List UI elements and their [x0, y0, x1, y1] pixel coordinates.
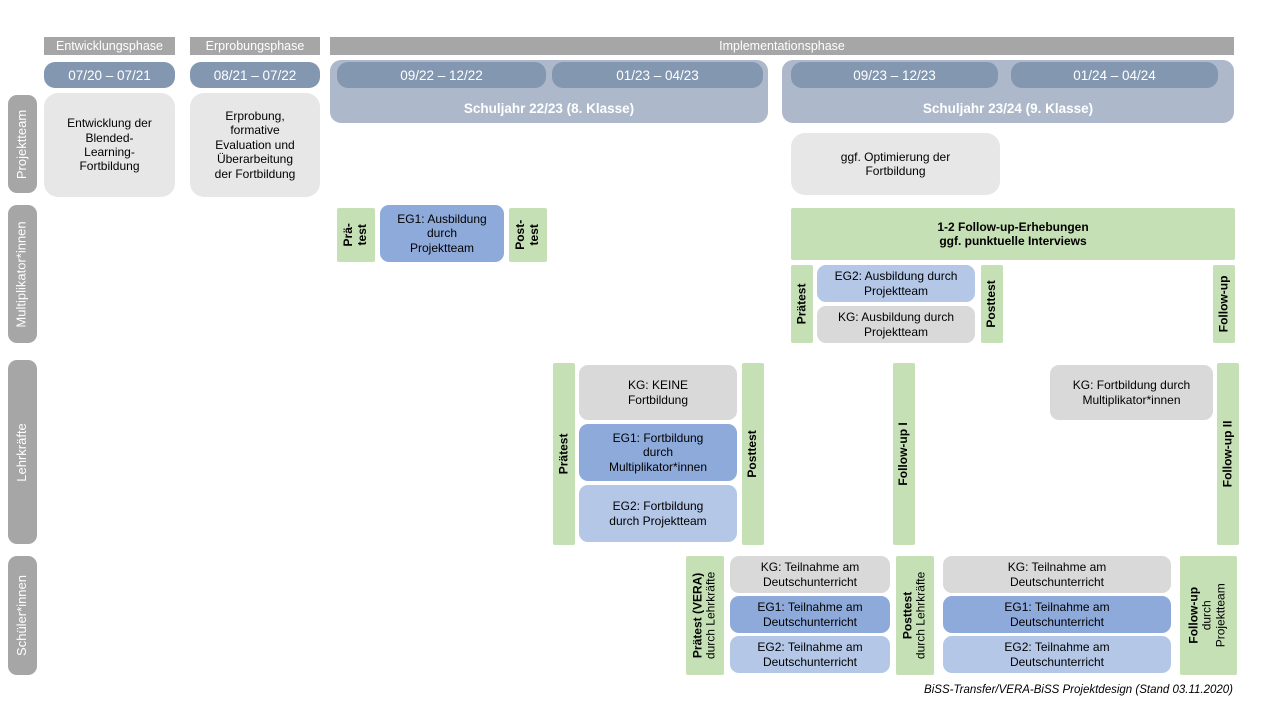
strip-posttest-lehrkraefte-text: Posttest [745, 430, 760, 478]
strip-posttest-multiplikator-1: Post- test [509, 208, 547, 262]
strip-praetest-text: Prä- test [341, 223, 369, 247]
strip-followup-multiplikator: Follow-up [1213, 265, 1235, 343]
row-label-schueler-text: Schüler*innen [14, 575, 30, 656]
box-eg2-teilnahme-1: EG2: Teilnahme am Deutschunterricht [730, 636, 890, 673]
strip-followup-text: Follow-up [1216, 275, 1231, 333]
phase-bar-implementation: Implementationsphase [330, 37, 1234, 55]
strip-praetest-lehrkraefte-text: Prätest [556, 433, 571, 475]
phase-bar-entwicklung: Entwicklungsphase [44, 37, 175, 55]
box-eg2-ausbildung-projektteam: EG2: Ausbildung durch Projektteam [817, 265, 975, 302]
box-kg-fortbildung-multiplikator: KG: Fortbildung durch Multiplikator*inne… [1050, 365, 1213, 420]
strip-praetest-text-2: Prätest [794, 283, 809, 325]
strip-posttest-lehrkraefte: Posttest [742, 363, 764, 545]
row-label-projektteam: Projektteam [8, 95, 37, 193]
row-label-multiplikator-text: Multiplikator*innen [14, 220, 30, 328]
strip-followup-2-text: Follow-up II [1220, 420, 1235, 488]
strip-posttest-multiplikator-2: Posttest [981, 265, 1003, 343]
phase-bar-erprobung: Erprobungsphase [190, 37, 320, 55]
strip-posttest-text: Post- test [513, 220, 541, 250]
footer-caption: BiSS-Transfer/VERA-BiSS Projektdesign (S… [924, 684, 1233, 696]
box-kg-teilnahme-1: KG: Teilnahme am Deutschunterricht [730, 556, 890, 593]
box-eg1-fortbildung-multiplikator: EG1: Fortbildung durch Multiplikator*inn… [579, 424, 737, 481]
row-label-lehrkraefte-text: Lehrkräfte [14, 422, 30, 482]
box-eg2-fortbildung-projektteam: EG2: Fortbildung durch Projektteam [579, 485, 737, 542]
strip-followup-1: Follow-up I [893, 363, 915, 545]
row-label-multiplikator: Multiplikator*innen [8, 205, 37, 343]
strip-followup-2: Follow-up II [1217, 363, 1239, 545]
box-kg-ausbildung-projektteam: KG: Ausbildung durch Projektteam [817, 306, 975, 343]
date-pill-0821-0722: 08/21 – 07/22 [190, 62, 320, 88]
box-optimierung-fortbildung: ggf. Optimierung der Fortbildung [791, 133, 1000, 195]
row-label-projektteam-text: Projektteam [14, 109, 30, 179]
box-entwicklung-fortbildung: Entwicklung der Blended- Learning- Fortb… [44, 93, 175, 197]
strip-praetest-multiplikator-1: Prä- test [337, 208, 375, 262]
strip-posttest-text-2: Posttest [984, 280, 999, 328]
row-label-lehrkraefte: Lehrkräfte [8, 360, 37, 544]
box-eg1-ausbildung-projektteam: EG1: Ausbildung durch Projektteam [380, 205, 504, 262]
date-pill-0720-0721: 07/20 – 07/21 [44, 62, 175, 88]
date-pill-0922-1222: 09/22 – 12/22 [337, 62, 546, 88]
box-eg1-teilnahme-1: EG1: Teilnahme am Deutschunterricht [730, 596, 890, 633]
box-eg1-teilnahme-2: EG1: Teilnahme am Deutschunterricht [943, 596, 1171, 633]
row-label-schueler: Schüler*innen [8, 556, 37, 675]
box-kg-keine-fortbildung: KG: KEINE Fortbildung [579, 365, 737, 420]
box-kg-teilnahme-2: KG: Teilnahme am Deutschunterricht [943, 556, 1171, 593]
box-followup-erhebungen: 1-2 Follow-up-Erhebungen ggf. punktuelle… [791, 208, 1235, 260]
schoolyear-label-2324: Schuljahr 23/24 (9. Klasse) [922, 101, 1094, 116]
box-erprobung-evaluation: Erprobung, formative Evaluation und Über… [190, 93, 320, 197]
schoolyear-label-2223: Schuljahr 22/23 (8. Klasse) [463, 101, 635, 116]
date-pill-0123-0423: 01/23 – 04/23 [552, 62, 763, 88]
strip-praetest-vera: Prätest (VERA)durch Lehrkräfte [686, 556, 724, 675]
strip-praetest-multiplikator-2: Prätest [791, 265, 813, 343]
box-eg2-teilnahme-2: EG2: Teilnahme am Deutschunterricht [943, 636, 1171, 673]
strip-praetest-lehrkraefte: Prätest [553, 363, 575, 545]
strip-followup-1-text: Follow-up I [896, 422, 911, 486]
date-pill-0923-1223: 09/23 – 12/23 [791, 62, 998, 88]
date-pill-0124-0424: 01/24 – 04/24 [1011, 62, 1218, 88]
